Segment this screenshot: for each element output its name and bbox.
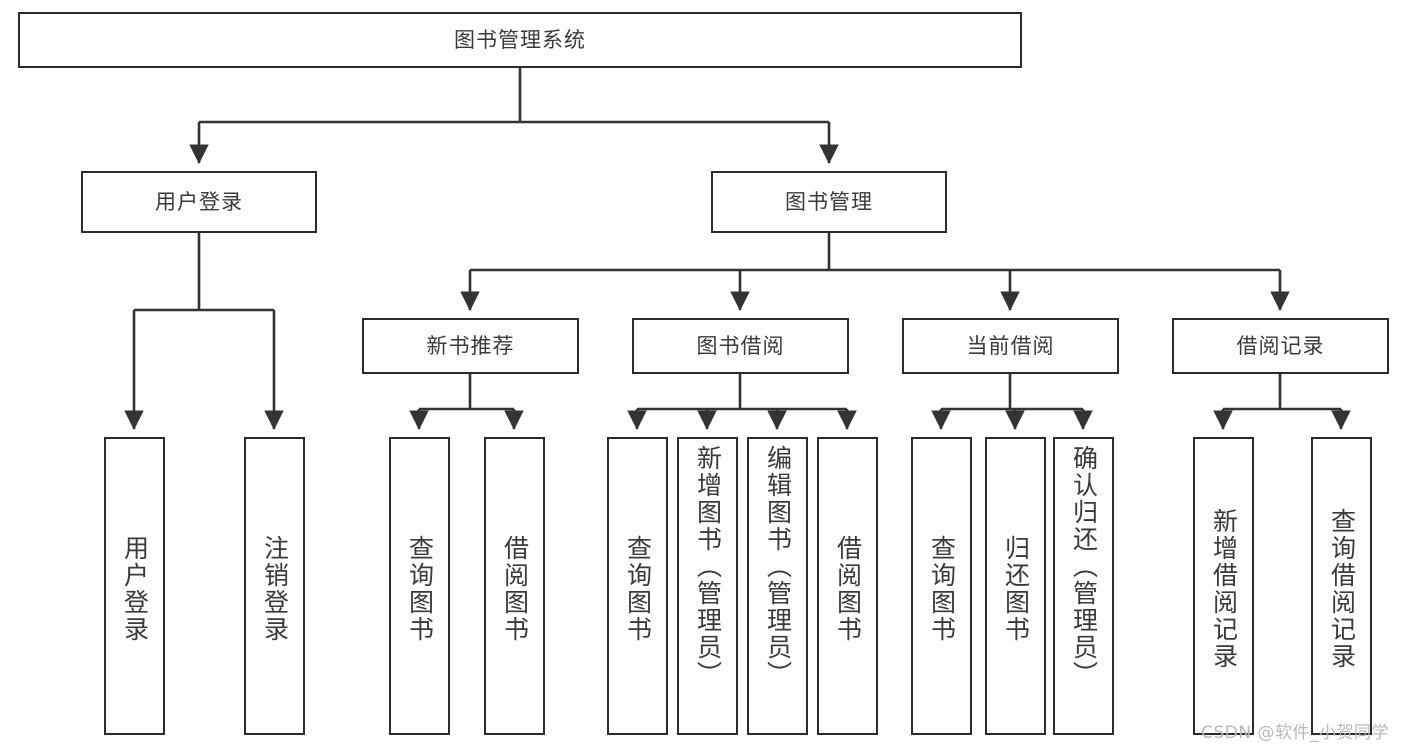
node-new-book-recommend[interactable]: 新书推荐 (362, 318, 579, 374)
leaf-borrow-book-rec[interactable]: 借阅图书 (484, 437, 545, 735)
leaf-query-book-rec[interactable]: 查询图书 (389, 437, 450, 735)
leaf-query-book-borrow[interactable]: 查询图书 (607, 437, 668, 735)
leaf-add-book-admin-label: 新增图书（管理员） (693, 445, 723, 688)
leaf-return-book[interactable]: 归还图书 (985, 437, 1046, 735)
leaf-query-book-cur[interactable]: 查询图书 (911, 437, 972, 735)
node-current-borrow[interactable]: 当前借阅 (902, 318, 1119, 374)
leaf-logout-login-label: 注销登录 (260, 535, 290, 643)
node-root-label: 图书管理系统 (454, 27, 586, 52)
leaf-query-borrow-record-label: 查询借阅记录 (1327, 508, 1357, 670)
node-borrow-records-label: 借阅记录 (1236, 333, 1325, 358)
leaf-add-borrow-record[interactable]: 新增借阅记录 (1193, 437, 1254, 735)
leaf-edit-book-admin[interactable]: 编辑图书（管理员） (747, 437, 808, 735)
leaf-add-borrow-record-label: 新增借阅记录 (1209, 508, 1239, 670)
node-book-management[interactable]: 图书管理 (711, 171, 947, 233)
leaf-query-book-rec-label: 查询图书 (405, 535, 435, 643)
leaf-query-book-cur-label: 查询图书 (927, 535, 957, 643)
leaf-borrow-book-rec-label: 借阅图书 (500, 535, 530, 643)
leaf-user-login[interactable]: 用户登录 (104, 437, 165, 735)
node-book-management-label: 图书管理 (785, 189, 873, 214)
node-borrow-records[interactable]: 借阅记录 (1172, 318, 1389, 374)
leaf-query-borrow-record[interactable]: 查询借阅记录 (1311, 437, 1372, 735)
leaf-query-book-borrow-label: 查询图书 (623, 535, 653, 643)
leaf-user-login-label: 用户登录 (120, 535, 150, 643)
leaf-confirm-return-admin-label: 确认归还（管理员） (1069, 445, 1099, 688)
leaf-return-book-label: 归还图书 (1001, 535, 1031, 643)
leaf-confirm-return-admin[interactable]: 确认归还（管理员） (1053, 437, 1114, 735)
node-user-login[interactable]: 用户登录 (81, 171, 317, 233)
node-book-borrow-label: 图书借阅 (696, 333, 785, 358)
node-current-borrow-label: 当前借阅 (966, 333, 1055, 358)
leaf-add-book-admin[interactable]: 新增图书（管理员） (677, 437, 738, 735)
node-root[interactable]: 图书管理系统 (18, 12, 1022, 68)
node-new-book-recommend-label: 新书推荐 (426, 333, 515, 358)
node-user-login-label: 用户登录 (155, 189, 243, 214)
leaf-edit-book-admin-label: 编辑图书（管理员） (763, 445, 793, 688)
leaf-logout-login[interactable]: 注销登录 (244, 437, 305, 735)
leaf-borrow-book-label: 借阅图书 (833, 535, 863, 643)
node-book-borrow[interactable]: 图书借阅 (632, 318, 849, 374)
leaf-borrow-book[interactable]: 借阅图书 (817, 437, 878, 735)
